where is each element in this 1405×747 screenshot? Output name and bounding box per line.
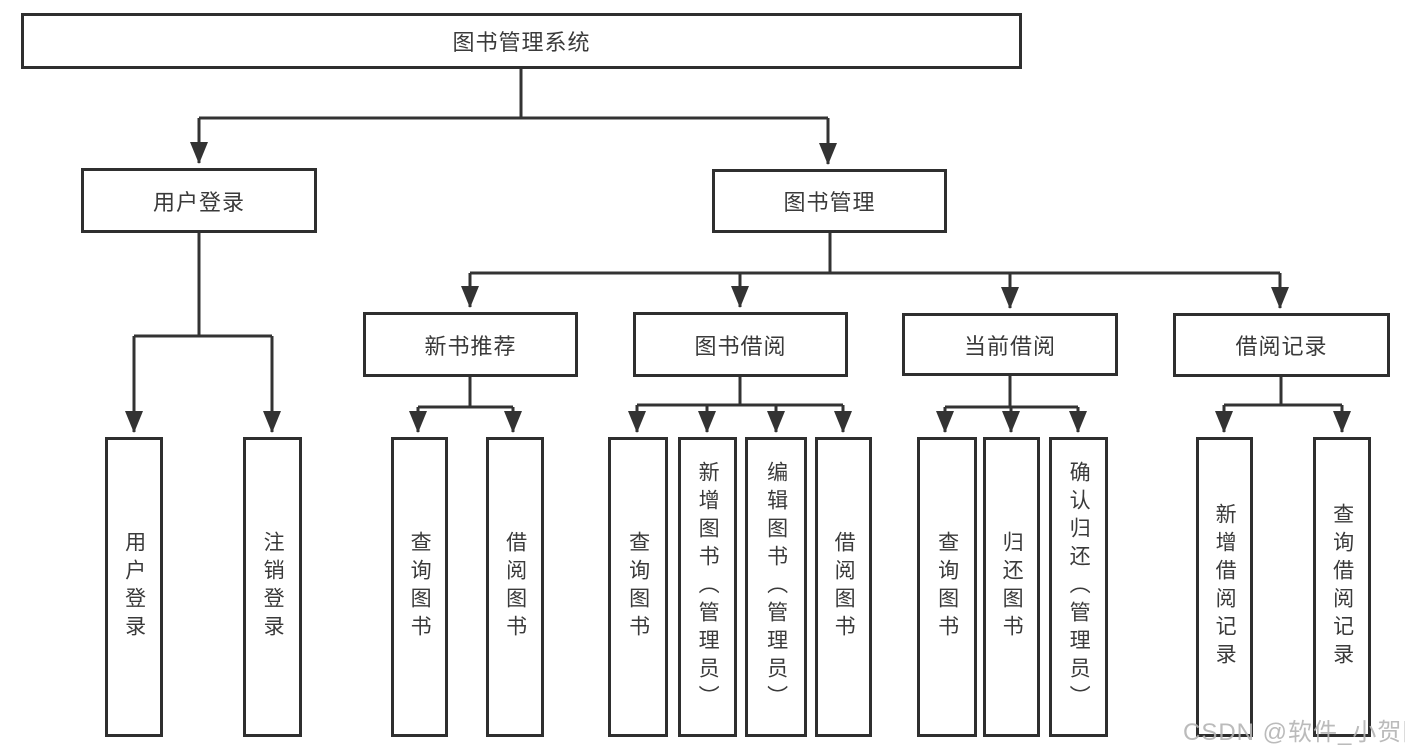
leaf-query-borrow-record: 查询借阅记录 xyxy=(1313,437,1371,737)
node-label: 图书借阅 xyxy=(694,333,787,359)
leaf-add-books-admin: 新增图书（管理员） xyxy=(678,437,737,737)
node-borrowing-records: 借阅记录 xyxy=(1173,313,1390,377)
leaf-add-borrow-record: 新增借阅记录 xyxy=(1196,437,1253,737)
node-new-book-recommendation: 新书推荐 xyxy=(363,312,578,377)
leaf-label: 借阅图书 xyxy=(832,531,856,643)
leaf-borrow-books-recommend: 借阅图书 xyxy=(486,437,544,737)
leaf-label: 查询图书 xyxy=(935,531,959,643)
node-user-login: 用户登录 xyxy=(81,168,317,233)
leaf-query-books-recommend: 查询图书 xyxy=(391,437,448,737)
leaf-label: 借阅图书 xyxy=(503,531,527,643)
node-current-borrowing: 当前借阅 xyxy=(902,313,1118,376)
leaf-label: 编辑图书（管理员） xyxy=(764,461,788,713)
leaf-query-books-current: 查询图书 xyxy=(917,437,977,737)
leaf-label: 查询图书 xyxy=(626,531,650,643)
leaf-query-books-borrowing: 查询图书 xyxy=(608,437,668,737)
leaf-label: 确认归还（管理员） xyxy=(1067,461,1091,713)
leaf-return-books: 归还图书 xyxy=(983,437,1040,737)
leaf-user-login: 用户登录 xyxy=(105,437,163,737)
node-label: 用户登录 xyxy=(152,189,245,215)
leaf-edit-books-admin: 编辑图书（管理员） xyxy=(745,437,807,737)
leaf-label: 归还图书 xyxy=(1000,531,1024,643)
leaf-label: 新增图书（管理员） xyxy=(696,461,720,713)
node-library-management-system: 图书管理系统 xyxy=(21,13,1022,69)
node-label: 图书管理系统 xyxy=(452,30,591,55)
node-label: 新书推荐 xyxy=(424,333,517,359)
leaf-label: 用户登录 xyxy=(122,531,146,643)
node-book-management: 图书管理 xyxy=(712,169,947,233)
leaf-label: 注销登录 xyxy=(261,531,285,643)
leaf-label: 新增借阅记录 xyxy=(1213,503,1237,671)
node-label: 图书管理 xyxy=(783,190,876,215)
leaf-logout-login: 注销登录 xyxy=(243,437,302,737)
node-label: 当前借阅 xyxy=(963,333,1056,359)
node-label: 借阅记录 xyxy=(1235,334,1328,359)
leaf-confirm-return-admin: 确认归还（管理员） xyxy=(1049,437,1108,737)
leaf-borrow-books-borrowing: 借阅图书 xyxy=(815,437,872,737)
node-book-borrowing: 图书借阅 xyxy=(633,312,848,377)
leaf-label: 查询图书 xyxy=(408,531,432,643)
leaf-label: 查询借阅记录 xyxy=(1330,503,1354,671)
